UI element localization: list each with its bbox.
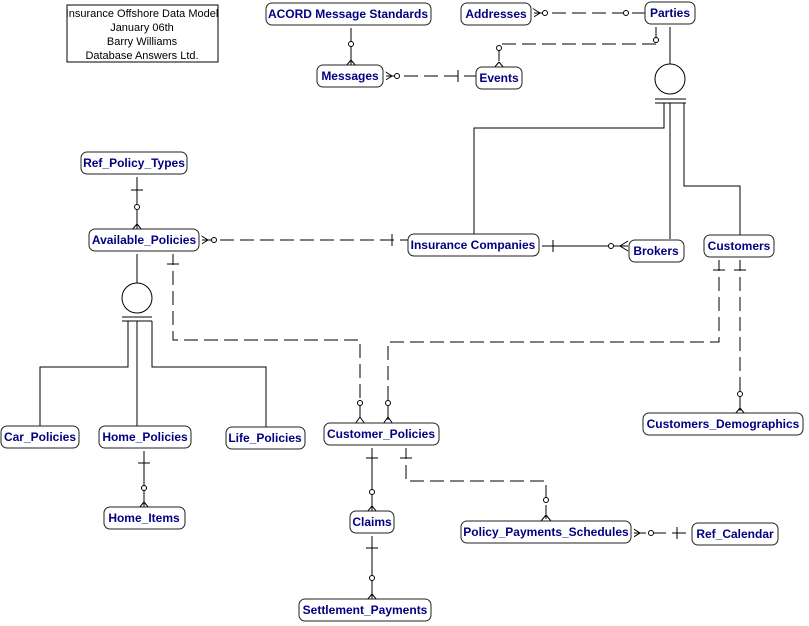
entity-customer-policies[interactable]: Customer_Policies	[323, 422, 442, 448]
entity-car-policies[interactable]: Car_Policies	[0, 425, 82, 451]
entity-label: Ref_Calendar	[696, 527, 774, 541]
entity-messages[interactable]: Messages	[316, 64, 386, 90]
entity-customers-demographics[interactable]: Customers_Demographics	[642, 412, 806, 438]
entity-life-policies[interactable]: Life_Policies	[225, 426, 308, 452]
entity-policy-payments-schedules[interactable]: Policy_Payments_Schedules	[460, 520, 634, 546]
entity-available-policies[interactable]: Available_Policies	[88, 228, 202, 254]
entity-customers[interactable]: Customers	[703, 234, 777, 260]
entity-label: Car_Policies	[4, 430, 76, 444]
entity-label: Policy_Payments_Schedules	[463, 525, 629, 539]
entity-label: Customers	[708, 239, 771, 253]
entity-label: Claims	[352, 515, 392, 529]
entity-label: Customer_Policies	[327, 427, 435, 441]
entity-home-items[interactable]: Home_Items	[103, 506, 188, 532]
entity-label: Messages	[321, 69, 379, 83]
entity-home-policies[interactable]: Home_Policies	[98, 425, 194, 451]
entity-claims[interactable]: Claims	[349, 510, 397, 536]
entity-label: Ref_Policy_Types	[83, 156, 185, 170]
entity-addresses[interactable]: Addresses	[460, 2, 534, 28]
entity-acord-message-standards[interactable]: ACORD Message Standards	[265, 2, 434, 28]
entity-settlement-payments[interactable]: Settlement_Payments	[298, 598, 434, 624]
entity-events[interactable]: Events	[475, 66, 525, 92]
title-line-3: Barry Williams	[107, 36, 178, 48]
entity-label: Brokers	[633, 244, 679, 258]
title-line-1: Insurance Offshore Data Model	[66, 8, 219, 20]
entity-label: Events	[479, 71, 519, 85]
entity-label: ACORD Message Standards	[268, 7, 428, 21]
entity-label: Customers_Demographics	[647, 417, 800, 431]
entity-label: Life_Policies	[228, 431, 302, 445]
relationships	[39, 7, 746, 601]
entity-label: Settlement_Payments	[303, 603, 428, 617]
entity-ref-calendar[interactable]: Ref_Calendar	[691, 522, 781, 548]
title-line-4: Database Answers Ltd.	[85, 50, 198, 62]
title-block: Insurance Offshore Data Model January 06…	[66, 4, 219, 63]
entity-insurance-companies[interactable]: Insurance Companies	[407, 233, 542, 259]
entity-label: Home_Items	[108, 511, 180, 525]
entity-brokers[interactable]: Brokers	[628, 239, 687, 265]
entity-label: Home_Policies	[102, 430, 188, 444]
entity-ref-policy-types[interactable]: Ref_Policy_Types	[80, 151, 190, 177]
entity-label: Parties	[650, 6, 690, 20]
title-line-2: January 06th	[110, 22, 174, 34]
entity-label: Insurance Companies	[411, 238, 536, 252]
entity-label: Addresses	[465, 7, 527, 21]
entity-label: Available_Policies	[92, 233, 197, 247]
entity-parties[interactable]: Parties	[644, 1, 698, 27]
